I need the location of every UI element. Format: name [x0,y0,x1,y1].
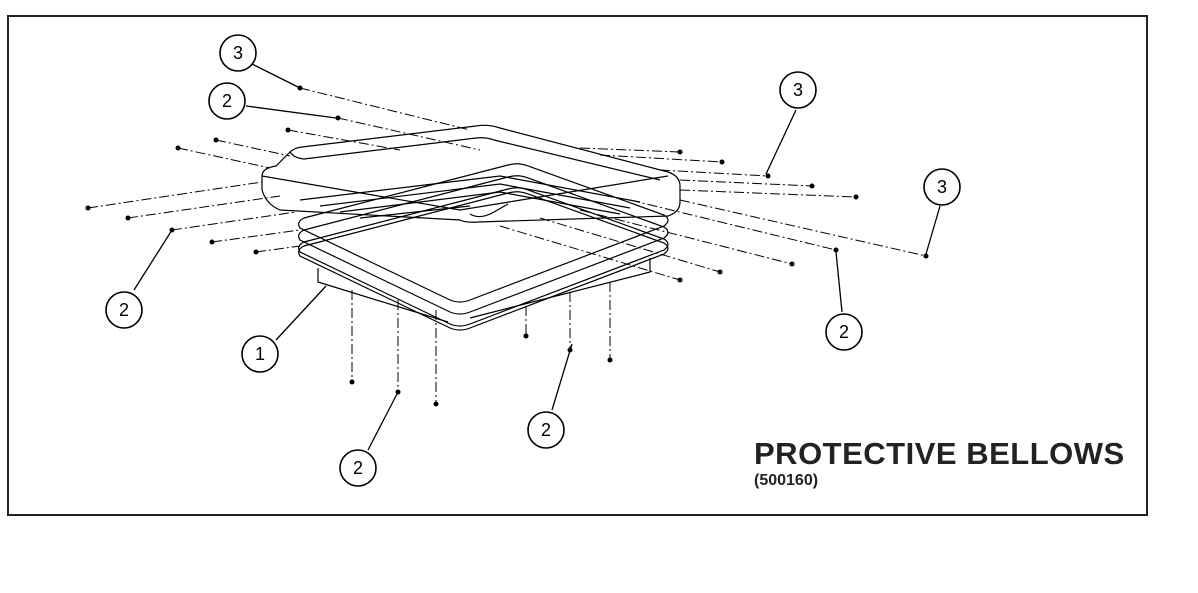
diagram-title: PROTECTIVE BELLOWS [754,436,1125,471]
callout-3-right: 3 [923,168,961,206]
callout-2-left: 2 [105,291,143,329]
callout-label: 3 [233,43,243,63]
callout-3-top-right: 3 [779,71,817,109]
bellows-pleats [298,163,669,331]
fastener-lines [87,87,927,404]
callout-label: 2 [119,300,129,320]
callout-1: 1 [241,335,279,373]
callout-label: 2 [541,420,551,440]
callout-2-bottom-mid: 2 [527,411,565,449]
top-flange [261,124,681,223]
callout-2-bottom-left: 2 [339,449,377,487]
part-number: (500160) [754,472,819,489]
diagram-frame [7,15,1148,516]
callout-leaders [133,63,941,451]
callout-label: 2 [222,91,232,111]
callout-2-right: 2 [825,313,863,351]
screw-heads [85,85,929,407]
callout-label: 2 [353,458,363,478]
callout-label: 3 [937,177,947,197]
callout-3-top-left: 3 [219,34,257,72]
callout-2-top-left: 2 [208,82,246,120]
callout-label: 3 [793,80,803,100]
callout-label: 1 [255,344,265,364]
callout-label: 2 [839,322,849,342]
